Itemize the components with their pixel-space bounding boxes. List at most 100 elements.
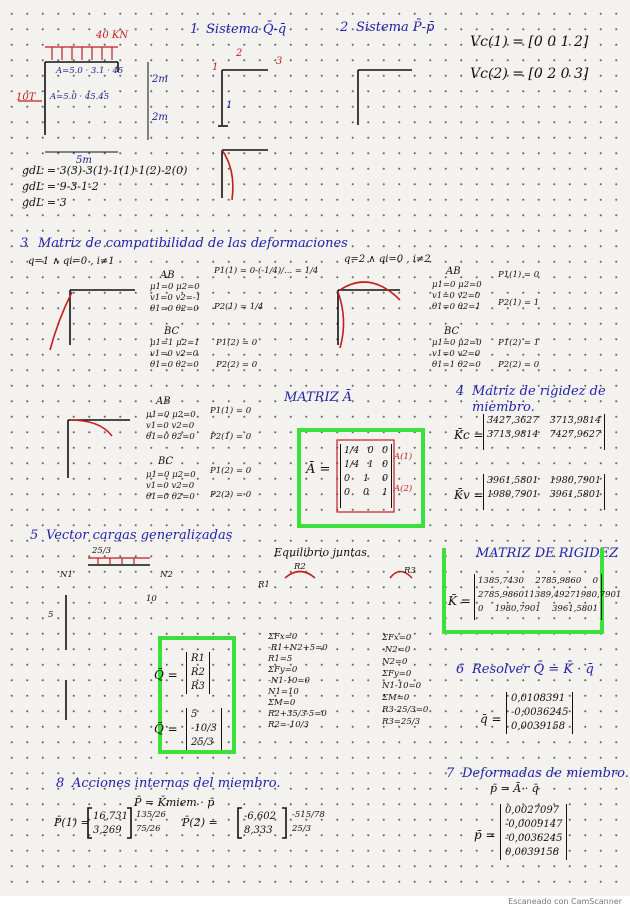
case3-bc-row1: μ1=0 μ2=0 <box>146 470 196 480</box>
eq-r2: R2 <box>294 562 306 572</box>
gdl-equation-1: gdL = 3(3)-3(1)-1(1)-1(2)-2(0) <box>22 164 188 177</box>
section-6-title: Resolver Q̄ = K̄ · q̄ <box>472 662 594 677</box>
eq-r3: R3 <box>404 566 416 576</box>
case2-p1-bc: P1(2) = 1 <box>498 338 540 348</box>
case3-p1-bc: P1(2) = 0 <box>210 466 252 476</box>
s1-element-1: 1 <box>226 100 233 111</box>
case3-ab-row2: v1=0 v2=0 <box>146 421 195 431</box>
lateral-load-label: 10T <box>16 92 36 103</box>
case2-bc-label: BC <box>444 326 460 337</box>
span-label: 5m <box>76 155 92 166</box>
gdl-equation-2: gdL = 9-3-1-2 <box>22 180 99 193</box>
case3-ab-row3: θ1=0 θ2=0 <box>146 432 195 442</box>
case1-p2: P2(1) = 1/4 <box>214 302 264 312</box>
case1-p1-bc: P1(2) = 0 <box>216 338 258 348</box>
case3-p2: P2(1) = 0 <box>210 432 252 442</box>
s5-n1: N1 <box>60 570 73 580</box>
section-5-title: Vector cargas generalizadas <box>46 528 233 543</box>
case1-p2-bc: P2(2) = 0 <box>216 360 258 370</box>
s1-node-1: 1 <box>212 62 219 73</box>
case1-ab-row3: θ1=0 θ2=0 <box>150 304 199 314</box>
s5-ten: 10 <box>146 594 157 604</box>
section-8-number: 8 <box>56 776 65 791</box>
section-4-number: 4 <box>456 384 465 399</box>
matriz-k-title: MATRIZ DE RIGIDEZ <box>476 546 619 561</box>
q-values-label: Q̄ = <box>154 722 178 736</box>
distributed-load-label: 40 KN <box>96 30 129 41</box>
matriz-a-highlight <box>297 428 425 528</box>
kv-label: K̄v = <box>454 488 484 502</box>
beam-section-label: A=5.0 · 3.1 · 45 <box>56 66 124 76</box>
case3-p1: P1(1) = 0 <box>210 406 252 416</box>
case2-ab-row2: v1=0 v2=0 <box>432 291 481 301</box>
case-2-condition: q=2 ∧ qi=0 , i≠2 <box>344 254 431 265</box>
gdl-equation-3: gdL = 3 <box>22 196 67 209</box>
matriz-a-title: MATRIZ Ā <box>284 390 353 405</box>
vc2-vector: Vc(2) = [0 2 0 3] <box>470 66 589 82</box>
section-3-number: 3 <box>20 236 29 251</box>
p2-label: P̄(2) = <box>182 816 218 829</box>
case3-bc-row3: θ1=0 θ2=0 <box>146 492 195 502</box>
scanner-footer: Escaneado con CamScanner <box>0 896 630 910</box>
height-lower: 2m <box>152 112 168 123</box>
q-symbolic-label: Q̄ = <box>154 668 178 682</box>
section-2-title: Sistema P̄-p̄ <box>356 20 435 35</box>
kc-label: K̄c = <box>454 428 484 442</box>
case2-ab-label: AB <box>446 266 461 277</box>
case2-p2-bc: P2(2) = 0 <box>498 360 540 370</box>
s8-equation: P̄ = K̄miem · p̄ <box>134 796 215 809</box>
section-7-number: 7 <box>446 766 455 781</box>
s5-five: 5 <box>48 610 54 620</box>
case2-bc-row3: θ1=1 θ2=0 <box>432 360 481 370</box>
q-vector-highlight <box>158 636 236 754</box>
q-solution-label: q̄ = <box>480 712 502 726</box>
case1-ab-row1: μ1=0 μ2=0 <box>150 282 200 292</box>
case3-bc-label: BC <box>158 456 174 467</box>
scanner-watermark: Escaneado con CamScanner <box>508 897 622 906</box>
matriz-a-tag-2: A(2) <box>394 484 413 494</box>
case3-ab-label: AB <box>156 396 171 407</box>
section-2-number: 2 <box>340 20 349 35</box>
section-5-number: 5 <box>30 528 39 543</box>
s1-node-2: 2 <box>236 48 243 59</box>
column-section-label: A=5.0 · 45.45 <box>50 92 110 102</box>
p1-label: P̄(1) = <box>54 816 90 829</box>
case1-ab-row2: v1=0 v2=-1 <box>150 293 202 303</box>
case1-bc-row2: v1=0 v2=0 <box>150 349 199 359</box>
section-4-title: Matriz de rigidez de miembro. <box>472 384 606 415</box>
case2-p2: P2(1) = 1 <box>498 298 540 308</box>
matriz-a-label: Ā = <box>306 462 331 477</box>
equilibrio-title: Equilibrio juntas <box>274 546 367 559</box>
case2-ab-row3: θ1=0 θ2=1 <box>432 302 481 312</box>
case2-bc-row1: μ1=0 μ2=0 <box>432 338 482 348</box>
case1-bc-row3: θ1=0 θ2=0 <box>150 360 199 370</box>
case1-p1: P1(1) = 0-(-1/4)/... = 1/4 <box>214 266 319 276</box>
case1-ab-label: AB <box>160 270 175 281</box>
section-1-number: 1 <box>190 22 199 37</box>
s7-equation: p̄ = Ā · q̄ <box>490 782 539 795</box>
case2-ab-row1: μ1=0 μ2=0 <box>432 280 482 290</box>
matriz-k-highlight <box>442 548 604 634</box>
s5-n2: N2 <box>160 570 173 580</box>
case3-p2-bc: P2(2) = 0 <box>210 490 252 500</box>
s1-node-3: 3 <box>276 56 283 67</box>
case3-ab-row1: μ1=0 μ2=0 <box>146 410 196 420</box>
case-1-condition: q=1 ∧ qi=0 , i≠1 <box>28 256 115 267</box>
case3-bc-row2: v1=0 v2=0 <box>146 481 195 491</box>
s5-load-label: 25/3 <box>92 546 112 556</box>
